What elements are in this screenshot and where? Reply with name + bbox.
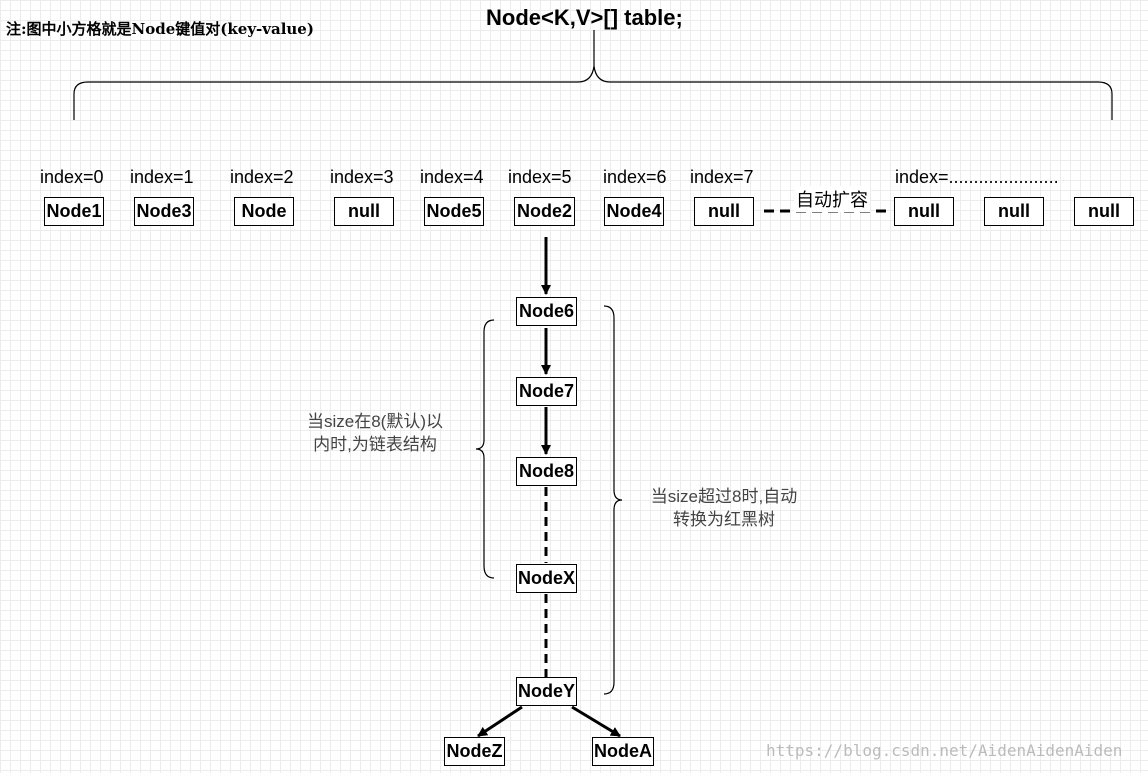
array-node: Node1 (44, 197, 104, 226)
index-label: index=0 (40, 167, 104, 187)
index-label: index=7 (690, 167, 754, 187)
chain-node: Node6 (516, 297, 577, 326)
index-label: index=1 (130, 167, 194, 187)
array-node: null (694, 197, 754, 226)
expand-label: 自动扩容 (794, 186, 870, 212)
array-node: Node5 (424, 197, 484, 226)
array-node: Node4 (604, 197, 664, 226)
index-label: index=3 (330, 167, 394, 187)
tree-node: NodeZ (444, 737, 505, 766)
array-node: null (984, 197, 1044, 226)
tree-note: 当size超过8时,自动转换为红黑树 (650, 487, 798, 529)
tree-node: NodeA (592, 737, 654, 766)
watermark: https://blog.csdn.net/AidenAidenAiden (766, 741, 1123, 760)
array-node: Node (234, 197, 294, 226)
arrow-nodey-nodea (571, 705, 621, 738)
note-text: 注:图中小方格就是Node键值对(key-value) (6, 20, 314, 38)
tree-brace (603, 305, 623, 695)
chain-node: Node8 (516, 457, 577, 486)
linked-list-note: 当size在8(默认)以内时,为链表结构 (306, 412, 443, 454)
chain-node: Node7 (516, 377, 577, 406)
chain-node: NodeX (516, 564, 577, 593)
index-label: index=6 (603, 167, 667, 187)
array-node: Node3 (134, 197, 194, 226)
index-label: index=...................... (895, 167, 1059, 187)
array-node: null (1074, 197, 1134, 226)
index-label: index=2 (230, 167, 294, 187)
table-brace (73, 30, 1113, 120)
array-node: null (894, 197, 954, 226)
diagram-title: Node<K,V>[] table; (486, 5, 683, 30)
index-label: index=5 (508, 167, 572, 187)
array-node: null (334, 197, 394, 226)
array-node: Node2 (514, 197, 575, 226)
index-label: index=4 (420, 167, 484, 187)
arrow-nodey-nodez (477, 705, 523, 738)
linked-list-brace (475, 319, 495, 579)
chain-node: NodeY (516, 677, 577, 706)
